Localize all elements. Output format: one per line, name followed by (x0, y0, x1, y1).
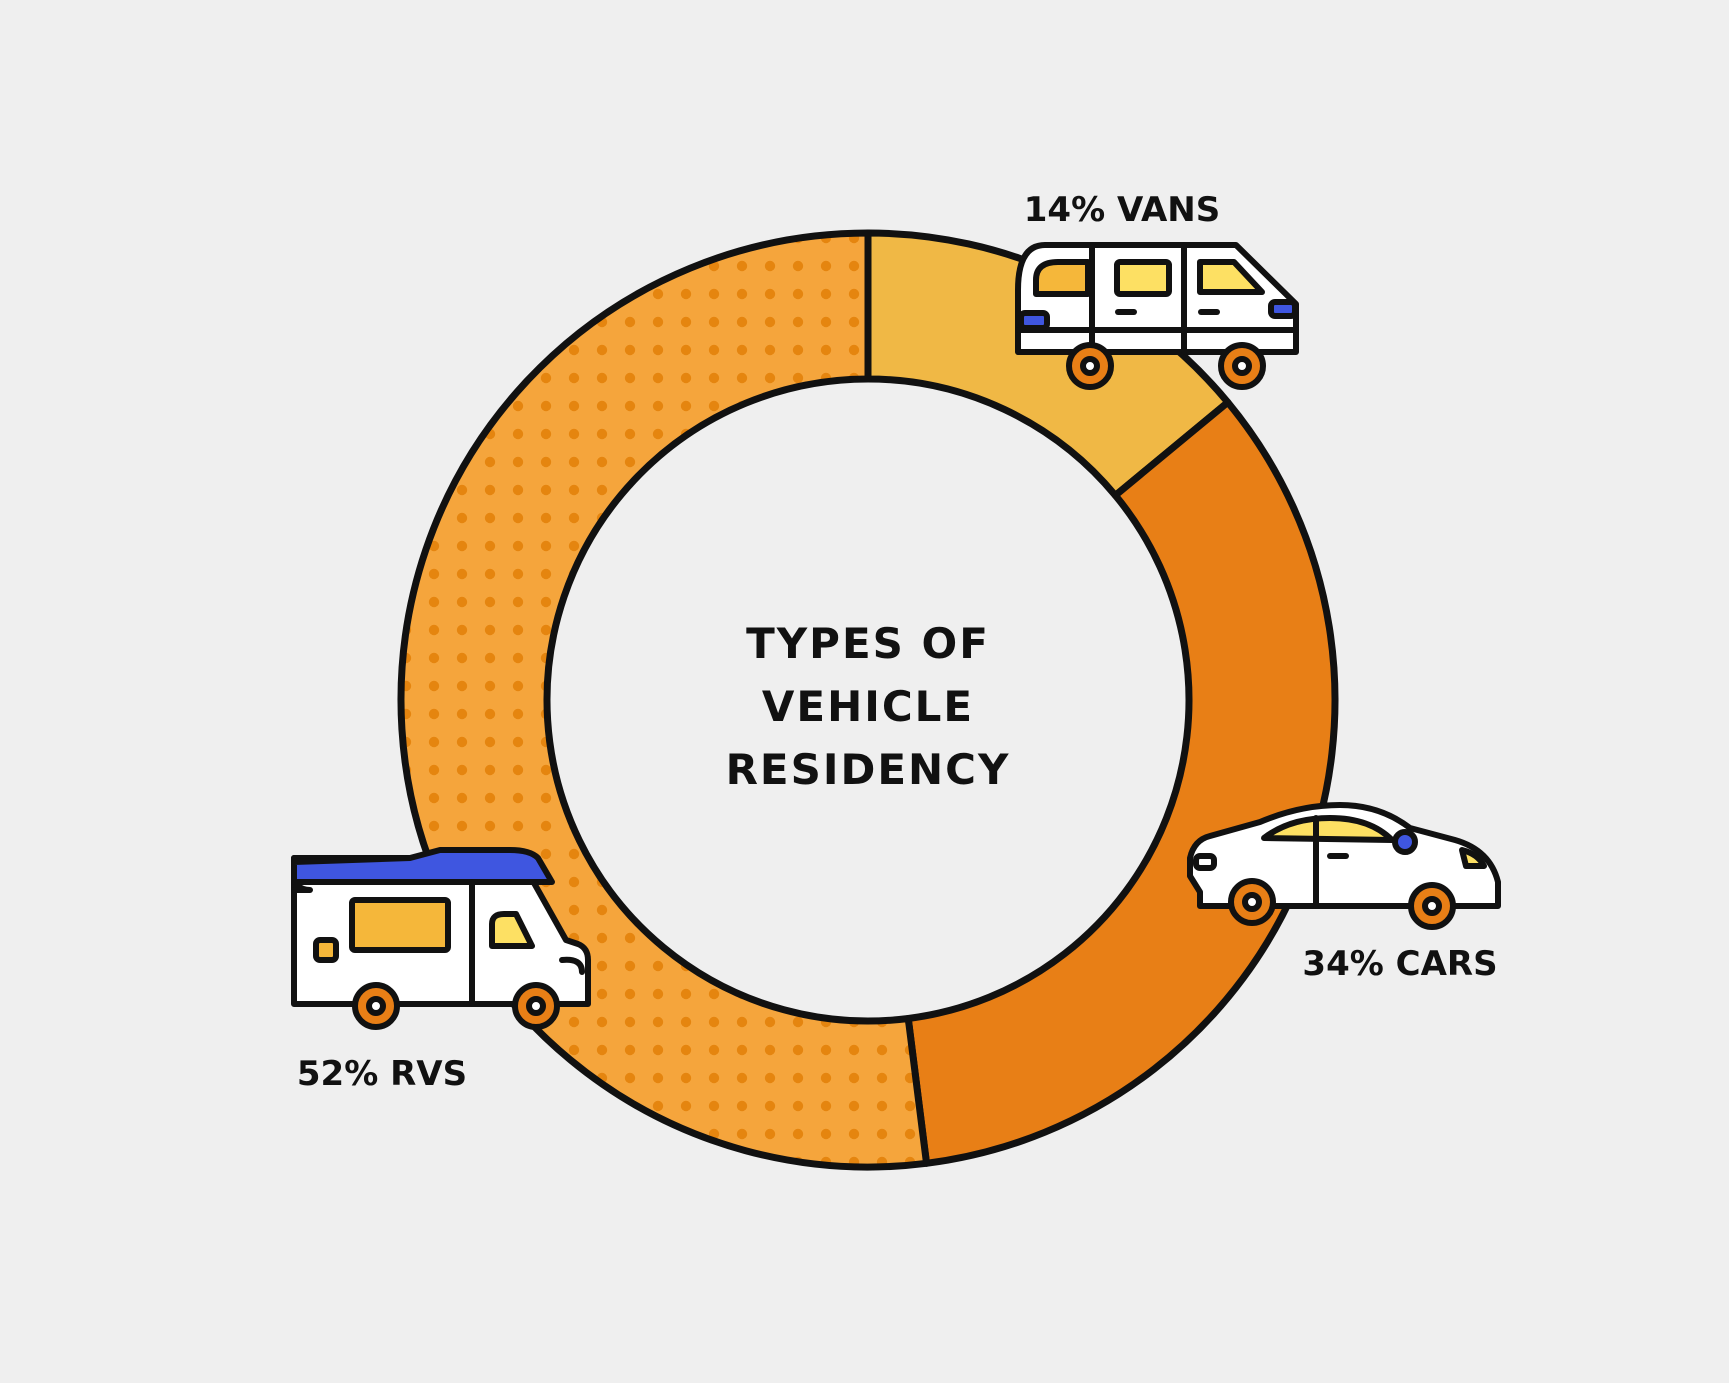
data-label-rvs: 52% RVS (297, 1054, 467, 1094)
chart-title-line-1: TYPES OF (746, 619, 990, 668)
rv-icon (291, 847, 591, 1030)
data-label-cars: 34% CARS (1302, 944, 1497, 984)
van-icon (1015, 242, 1299, 390)
chart-title-line-2: VEHICLE (762, 682, 974, 731)
data-label-vans: 14% VANS (1024, 190, 1220, 230)
car-icon (1187, 802, 1501, 930)
chart-title-line-3: RESIDENCY (726, 745, 1011, 794)
donut-segment-cars (904, 398, 1339, 1167)
